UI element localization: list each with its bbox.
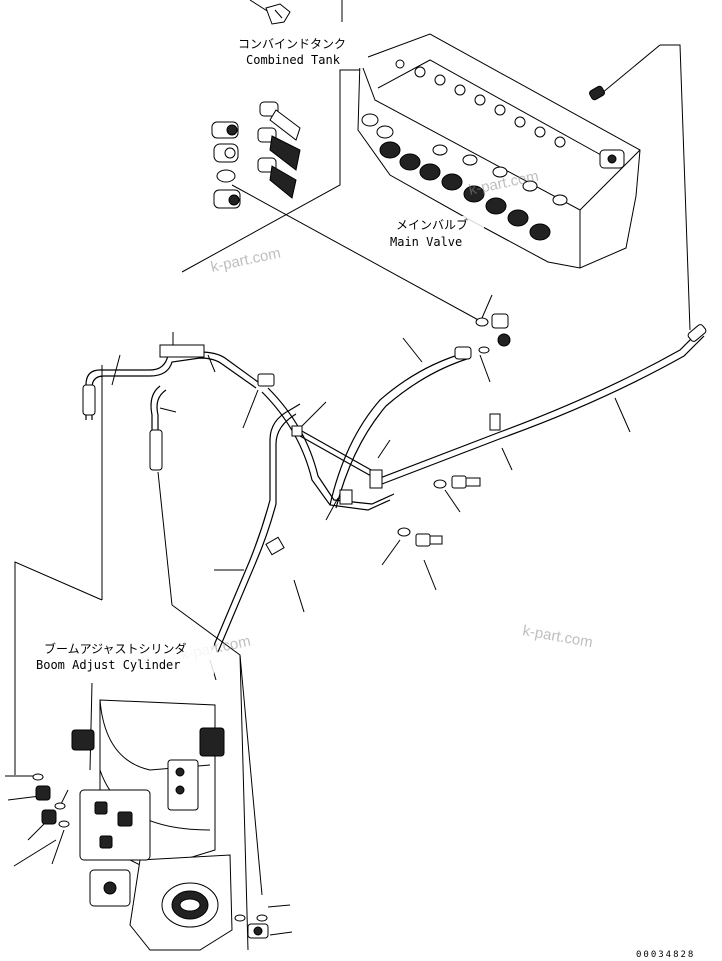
elbow-fitting-1 <box>259 101 301 141</box>
watermark-3: k-part.com <box>521 622 594 651</box>
elbow-fitting-main-valve <box>475 313 511 354</box>
boom-cylinder-label-jp: ブームアジャストシリンダ <box>44 641 187 656</box>
labels: コンバインドタンク Combined Tank メインバルブ Main Valv… <box>34 34 695 960</box>
straight-fitting-1 <box>211 121 239 139</box>
main-valve-label-en: Main Valve <box>390 235 462 249</box>
fittings-group <box>211 101 301 209</box>
straight-fitting-2 <box>213 143 239 163</box>
elbow-fitting-2 <box>257 127 301 171</box>
boom-adjust-cylinder <box>32 699 269 951</box>
combined-tank-label-en: Combined Tank <box>246 53 341 67</box>
valve-ports <box>395 59 625 169</box>
bolt-1 <box>433 475 481 489</box>
watermark-2: k-part.com <box>209 245 282 276</box>
bolts <box>397 313 511 547</box>
main-valve-label-jp: メインバルブ <box>396 217 468 232</box>
straight-fitting-3 <box>213 189 241 209</box>
valve-spools <box>361 113 568 241</box>
elbow-fitting-3 <box>257 157 297 199</box>
tank-fitting <box>265 3 291 25</box>
drawing-number: 00034828 <box>636 950 695 960</box>
bolt-2 <box>397 527 443 547</box>
boom-cylinder-label-en: Boom Adjust Cylinder <box>36 658 181 672</box>
o-ring-1 <box>216 169 236 183</box>
combined-tank-label-jp: コンバインドタンク <box>238 37 346 51</box>
main-valve <box>357 33 641 269</box>
hoses <box>82 324 707 653</box>
